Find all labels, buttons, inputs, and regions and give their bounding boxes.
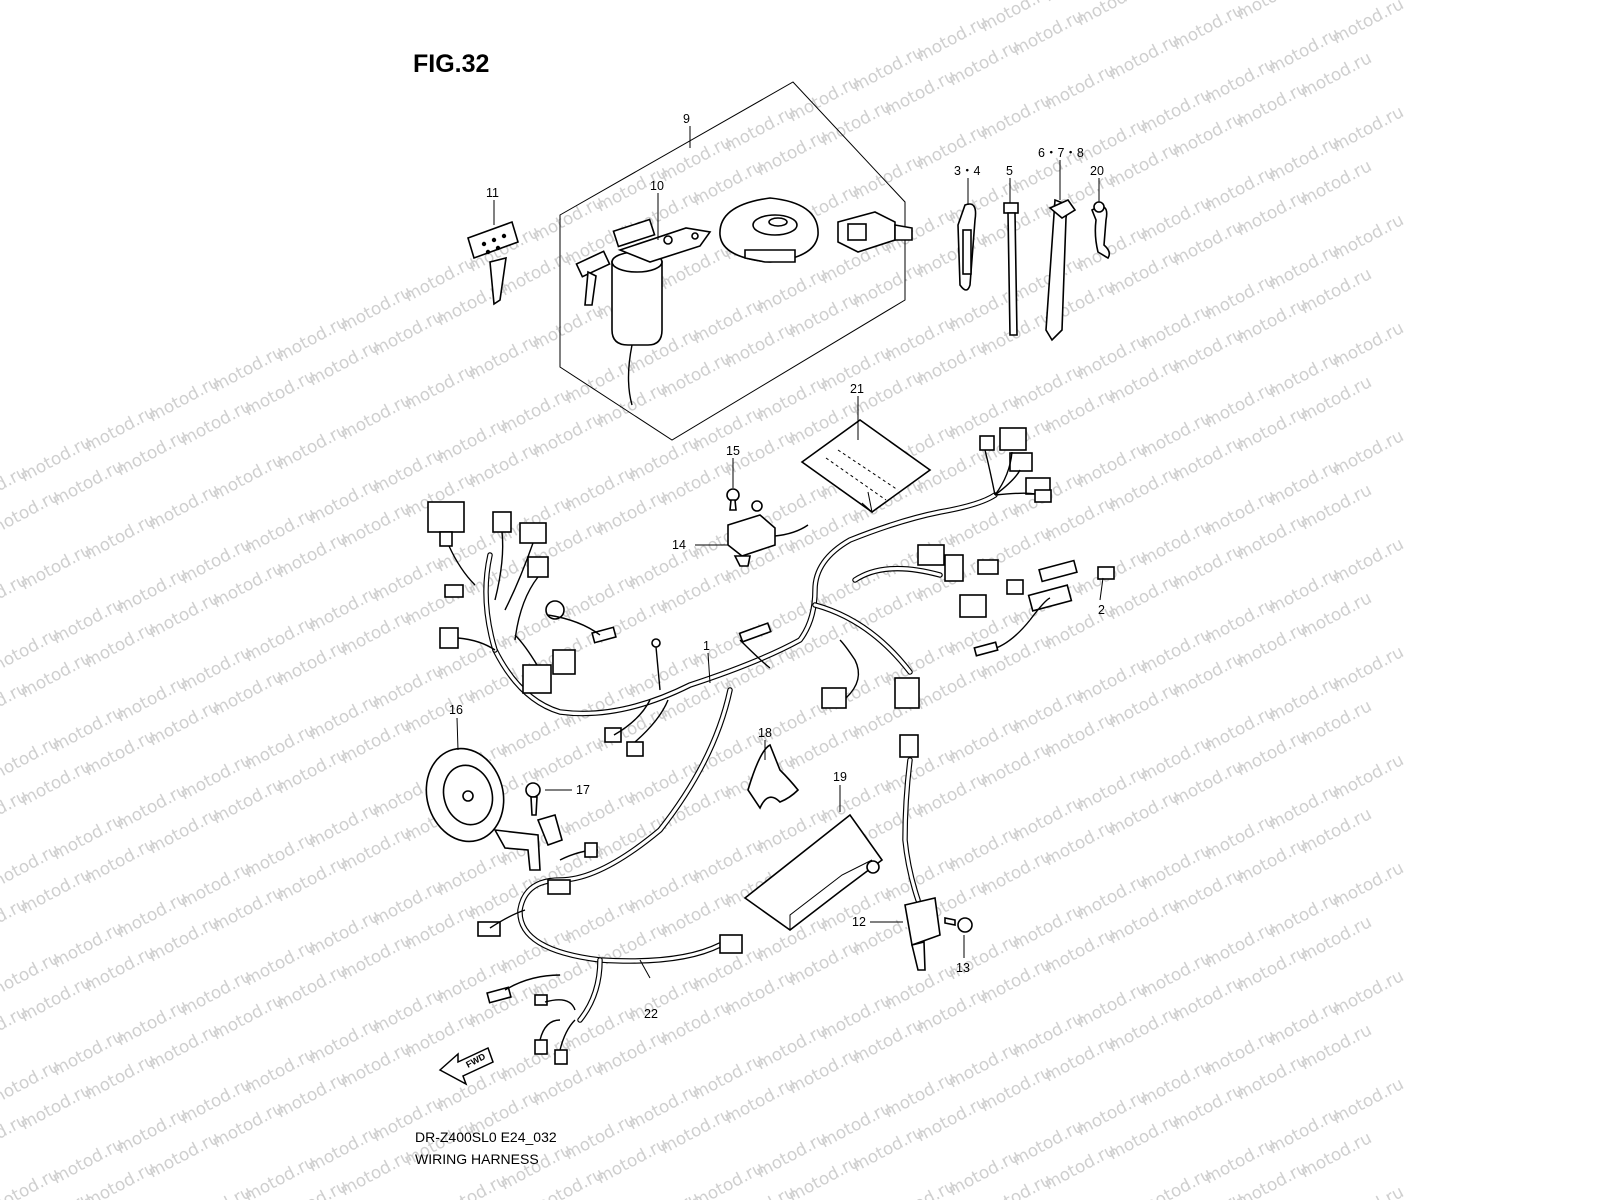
callout-6-7-8: 6・7・8 bbox=[1038, 146, 1084, 160]
model-code: DR-Z400SL0 E24_032 bbox=[415, 1129, 557, 1145]
part-20-clamp bbox=[1090, 201, 1111, 260]
leader-lines bbox=[456, 126, 1104, 979]
callout-1: 1 bbox=[703, 639, 710, 653]
seat-lock bbox=[837, 211, 913, 253]
callout-2: 2 bbox=[1098, 603, 1105, 617]
figure-title: FIG.32 bbox=[413, 50, 490, 78]
callout-18: 18 bbox=[758, 726, 772, 740]
callout-19: 19 bbox=[833, 770, 847, 784]
part-5-cable-tie bbox=[1003, 202, 1019, 336]
part-18-cover bbox=[747, 743, 800, 810]
part-1-main-harness bbox=[427, 427, 1115, 757]
callout-5: 5 bbox=[1006, 164, 1013, 178]
part-17-bolt bbox=[525, 782, 541, 816]
part-16-horn bbox=[425, 747, 563, 871]
part-12-relay bbox=[727, 500, 809, 567]
callout-11: 11 bbox=[486, 186, 499, 200]
callout-17: 17 bbox=[576, 783, 590, 797]
part-14-switch bbox=[899, 734, 941, 971]
callout-9: 9 bbox=[683, 112, 690, 126]
callout-21: 21 bbox=[850, 382, 864, 396]
callout-20: 20 bbox=[1090, 164, 1104, 178]
part-10-ignition-switch bbox=[575, 218, 712, 406]
part-11-key bbox=[467, 220, 519, 306]
part-21-label bbox=[800, 419, 932, 514]
fwd-arrow: FWD bbox=[438, 1046, 494, 1086]
callout-3-4: 3・4 bbox=[954, 164, 980, 178]
part-6-7-8-band bbox=[1045, 198, 1077, 342]
part-15-screw bbox=[944, 917, 973, 933]
part-13-screw bbox=[726, 488, 740, 511]
part-9-lock-set-box bbox=[559, 81, 906, 441]
callout-16: 16 bbox=[449, 703, 463, 717]
part-19-bracket bbox=[743, 813, 884, 931]
callout-12: 14 bbox=[672, 538, 686, 552]
part-22-sub-harness bbox=[477, 687, 743, 1065]
part-3-4-clamp bbox=[957, 203, 977, 291]
diagram-caption: WIRING HARNESS bbox=[415, 1151, 539, 1167]
callout-10: 10 bbox=[650, 179, 664, 193]
callout-15: 13 bbox=[956, 961, 970, 975]
callout-22: 22 bbox=[644, 1007, 658, 1021]
callout-13: 15 bbox=[726, 444, 740, 458]
callout-14: 12 bbox=[852, 915, 866, 929]
fuel-cap bbox=[719, 197, 819, 263]
callout-labels: 9 10 11 3・4 5 6・7・8 20 21 15 14 1 2 16 1… bbox=[449, 112, 1105, 1021]
